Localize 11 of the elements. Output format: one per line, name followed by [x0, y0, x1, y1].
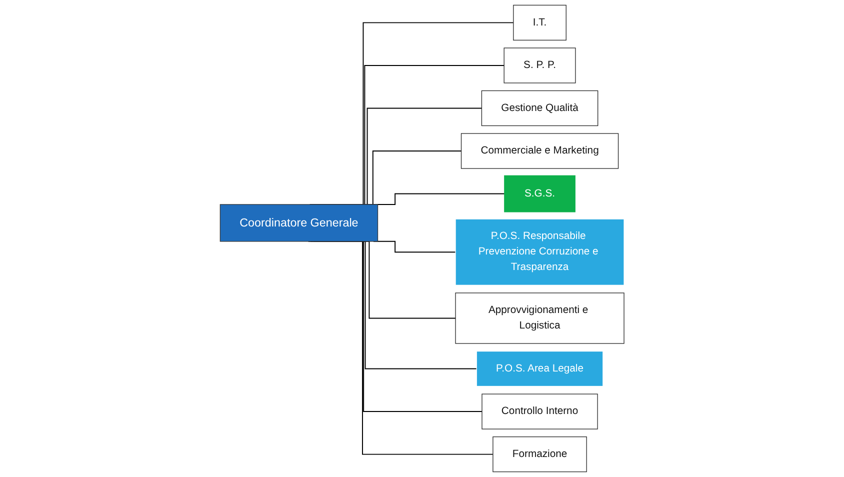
node-box: S. P. P.: [504, 48, 576, 84]
node-box: Formazione: [492, 436, 587, 472]
node-box: I.T.: [512, 4, 566, 40]
node-box: Approvvigionamenti e Logistica: [455, 292, 624, 344]
node-box: Coordinatore Generale: [220, 204, 378, 242]
node-box: P.O.S. Area Legale: [476, 350, 604, 387]
node-box: Controllo Interno: [482, 394, 598, 430]
node-box: Commerciale e Marketing: [460, 133, 618, 169]
node-box: S.G.S.: [504, 175, 576, 212]
node-box: Gestione Qualità: [481, 90, 598, 126]
node-box: P.O.S. Responsabile Prevenzione Corruzione e Trasparenza: [455, 218, 624, 286]
